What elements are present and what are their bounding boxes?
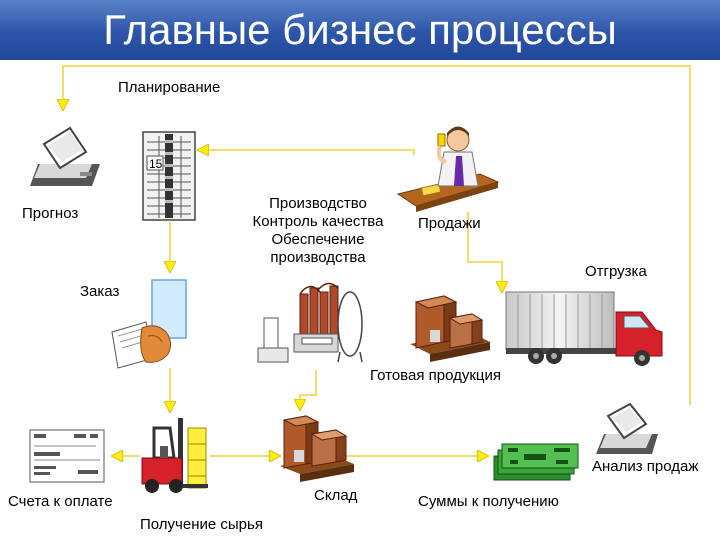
label-production-line-3: Обеспечение: [234, 231, 402, 249]
factory-icon: [258, 283, 362, 362]
invoice-icon: [30, 430, 104, 482]
label-production-line-1: Производство: [234, 195, 402, 213]
label-shipment: Отгрузка: [585, 263, 647, 281]
label-order: Заказ: [80, 283, 119, 301]
label-invoices: Счета к оплате: [8, 493, 113, 511]
label-finished-goods: Готовая продукция: [370, 367, 501, 385]
pallet-boxes-icon: [410, 296, 490, 362]
label-sales-analysis: Анализ продаж: [592, 458, 698, 476]
sales-analysis-computer-icon: [596, 404, 658, 454]
label-forecast: Прогноз: [22, 205, 78, 223]
label-sales: Продажи: [418, 215, 481, 233]
label-receivables: Суммы к получению: [418, 493, 559, 511]
label-production-line-4: производства: [234, 249, 402, 267]
label-production-line-2: Контроль качества: [234, 213, 402, 231]
binder-number: 15: [149, 157, 163, 171]
label-planning: Планирование: [118, 79, 220, 97]
money-icon: [494, 444, 578, 480]
label-raw-materials: Получение сырья: [140, 516, 263, 534]
hand-icon: [112, 322, 171, 368]
truck-icon: [506, 292, 662, 366]
computer-icon: [30, 128, 100, 186]
warehouse-boxes-icon: [280, 416, 354, 482]
binder-icon: 15: [143, 132, 195, 220]
label-production: Производство Контроль качества Обеспечен…: [234, 195, 402, 267]
forklift-icon: [142, 418, 208, 493]
connector-sales-to-binder: [198, 150, 414, 155]
label-warehouse: Склад: [314, 487, 357, 505]
connector-production-to-warehouse: [300, 370, 316, 410]
salesman-icon: [398, 127, 498, 213]
